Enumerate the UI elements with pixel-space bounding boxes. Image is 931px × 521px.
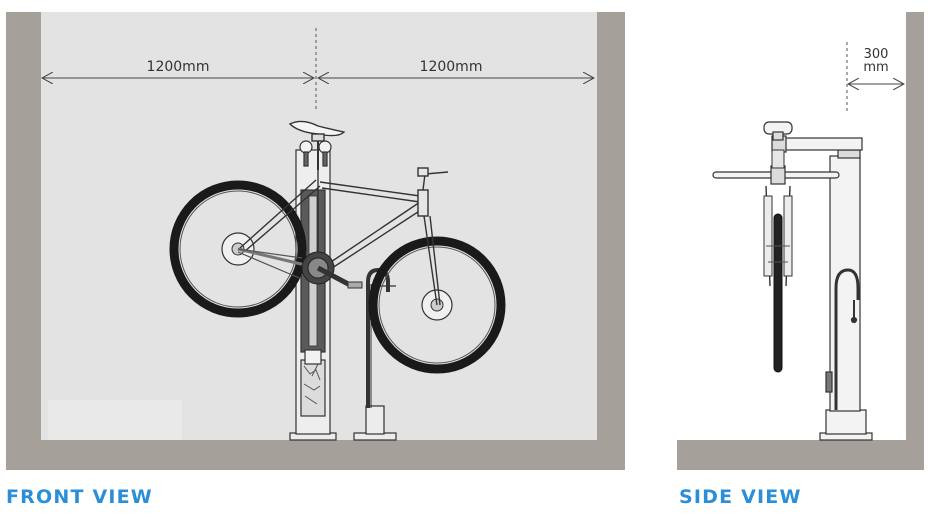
- side-handlebar: [712, 165, 840, 185]
- front-bike-rear-wheel: [169, 180, 307, 318]
- side-dimension-value: 300: [864, 47, 889, 62]
- front-bike-stand: [353, 267, 397, 441]
- side-repair-post: [819, 149, 873, 441]
- front-dimension-right-label: 1200mm: [420, 59, 483, 75]
- front-view-caption: FRONT VIEW: [6, 486, 153, 508]
- side-view-caption: SIDE VIEW: [679, 486, 802, 508]
- front-bike-frame: [237, 120, 449, 306]
- side-view: 300 mm: [677, 12, 924, 470]
- side-clamp-arm: [771, 135, 863, 153]
- front-pump-gauges: [299, 140, 332, 167]
- side-bike-wheel: [763, 149, 793, 373]
- side-saddle: [763, 121, 793, 141]
- side-dimension-unit: mm: [863, 60, 888, 75]
- front-repair-post: [289, 149, 337, 441]
- front-floor-patch: [48, 400, 182, 440]
- front-view: 1200mm 1200mm: [6, 12, 625, 470]
- front-bike-crankset: [237, 248, 363, 289]
- front-dimension-left-label: 1200mm: [147, 59, 210, 75]
